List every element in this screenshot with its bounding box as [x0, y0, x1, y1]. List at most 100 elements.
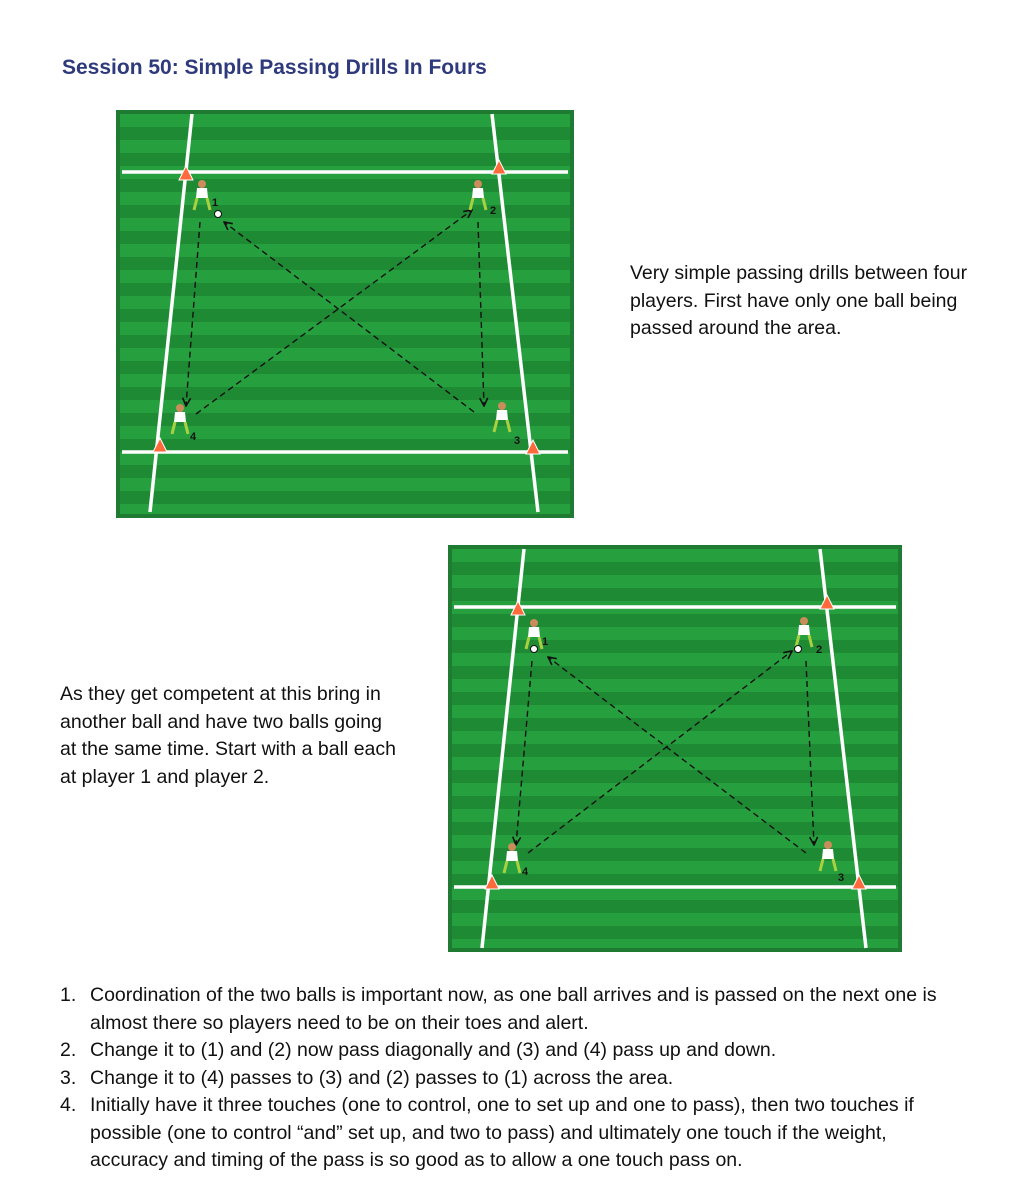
grass-stripe [120, 231, 570, 244]
grass-stripe [120, 452, 570, 465]
grass-stripe [452, 757, 898, 770]
player-1: 1 [524, 619, 548, 653]
grass-stripe [120, 296, 570, 309]
player-number: 4 [522, 866, 529, 878]
grass-stripe [120, 504, 570, 514]
grass-stripe [120, 127, 570, 140]
list-item: 2.Change it to (1) and (2) now pass diag… [60, 1037, 960, 1065]
list-item-text: Initially have it three touches (one to … [90, 1094, 914, 1171]
grass-stripe [120, 374, 570, 387]
grass-stripe [120, 491, 570, 504]
cone [525, 438, 541, 455]
list-item-text: Change it to (4) passes to (3) and (2) p… [90, 1066, 674, 1089]
grass-stripe [452, 705, 898, 718]
pitch-diagram-1: 1 2 3 4 [116, 110, 574, 518]
player-number: 2 [490, 205, 496, 217]
list-item-number: 1. [60, 984, 77, 1006]
grass-stripe [452, 809, 898, 822]
grass-stripe [452, 614, 898, 627]
player-number: 3 [514, 435, 520, 447]
grass-stripe [120, 322, 570, 335]
grass-stripe [452, 692, 898, 705]
grass-stripe [120, 361, 570, 374]
grass-stripe [452, 770, 898, 783]
pass-arrow-1-to-4 [186, 221, 201, 406]
intro-paragraph: Very simple passing drills between four … [630, 262, 968, 339]
grass-stripe [120, 192, 570, 205]
pass-arrow-1-to-4 [516, 660, 533, 845]
grass-stripe [452, 822, 898, 835]
grass-stripe [120, 348, 570, 361]
grass-stripe [452, 549, 898, 562]
grass-stripe [452, 666, 898, 679]
grass-stripe [120, 309, 570, 322]
cone [819, 593, 835, 610]
player-4: 4 [170, 404, 197, 443]
grass-stripe [120, 257, 570, 270]
grass-stripe [120, 465, 570, 478]
grass-stripe [120, 439, 570, 452]
list-item-number: 4. [60, 1094, 77, 1116]
grass-stripe [452, 575, 898, 588]
list-item-number: 3. [60, 1066, 77, 1089]
list-item: 3. Change it to (4) passes to (3) and (2)… [60, 1065, 960, 1093]
grass-stripe [452, 640, 898, 653]
grass-stripe [120, 413, 570, 426]
grass-stripe [452, 718, 898, 731]
player-4: 4 [502, 843, 529, 878]
grass-stripe [120, 400, 570, 413]
player-2: 2 [468, 180, 496, 217]
grass-stripe [452, 562, 898, 575]
grass-stripe [452, 900, 898, 913]
progression-paragraph: As they get competent at this bring in a… [60, 683, 396, 788]
grass-stripe [452, 913, 898, 926]
grass-stripe [452, 744, 898, 757]
pass-arrow-2-to-3 [477, 221, 484, 406]
grass-stripe [120, 335, 570, 348]
player-number: 1 [212, 197, 218, 209]
grass-stripe [452, 796, 898, 809]
pass-arrow-4-to-2 [195, 210, 472, 415]
grass-stripe [120, 244, 570, 257]
grass-stripe [452, 939, 898, 948]
cone [851, 873, 867, 890]
grass-stripe [120, 387, 570, 400]
cones [484, 593, 867, 890]
players: 1 2 3 4 [502, 617, 844, 884]
pass-arrow-4-to-2 [527, 651, 792, 854]
grass-stripe [452, 627, 898, 640]
grass-stripe [452, 588, 898, 601]
player-number: 1 [542, 636, 548, 648]
ball [530, 645, 538, 653]
list-item-text: Coordination of the two balls is importa… [90, 984, 937, 1034]
pass-arrow-3-to-1 [548, 657, 807, 854]
ball [214, 210, 222, 218]
grass-stripes [452, 549, 898, 948]
players: 1 2 3 4 [170, 180, 520, 447]
grass-stripe [120, 153, 570, 166]
list-item-text: Change it to (1) and (2) now pass diagon… [90, 1039, 777, 1061]
grass-stripe [120, 478, 570, 491]
player-number: 3 [838, 872, 844, 884]
grass-stripe [452, 926, 898, 939]
grass-stripe [120, 426, 570, 439]
player-number: 2 [816, 644, 822, 656]
pass-arrow-2-to-3 [805, 660, 814, 845]
pass-arrows [186, 210, 484, 415]
grass-stripe [452, 887, 898, 900]
grass-stripe [452, 861, 898, 874]
grass-stripe [452, 731, 898, 744]
player-1: 1 [192, 180, 222, 218]
grass-stripe [452, 783, 898, 796]
pass-arrow-3-to-1 [224, 222, 475, 413]
player-number: 4 [190, 431, 197, 443]
cones [152, 158, 541, 455]
pass-arrows [516, 651, 814, 854]
cone [510, 599, 526, 616]
player-2: 2 [794, 617, 822, 656]
grass-stripe [120, 179, 570, 192]
list-item: 4. Initially have it three touches (one t… [60, 1092, 960, 1175]
page-title: Session 50: Simple Passing Drills In Fou… [62, 56, 487, 79]
grass-stripe [120, 205, 570, 218]
cone [152, 436, 168, 453]
